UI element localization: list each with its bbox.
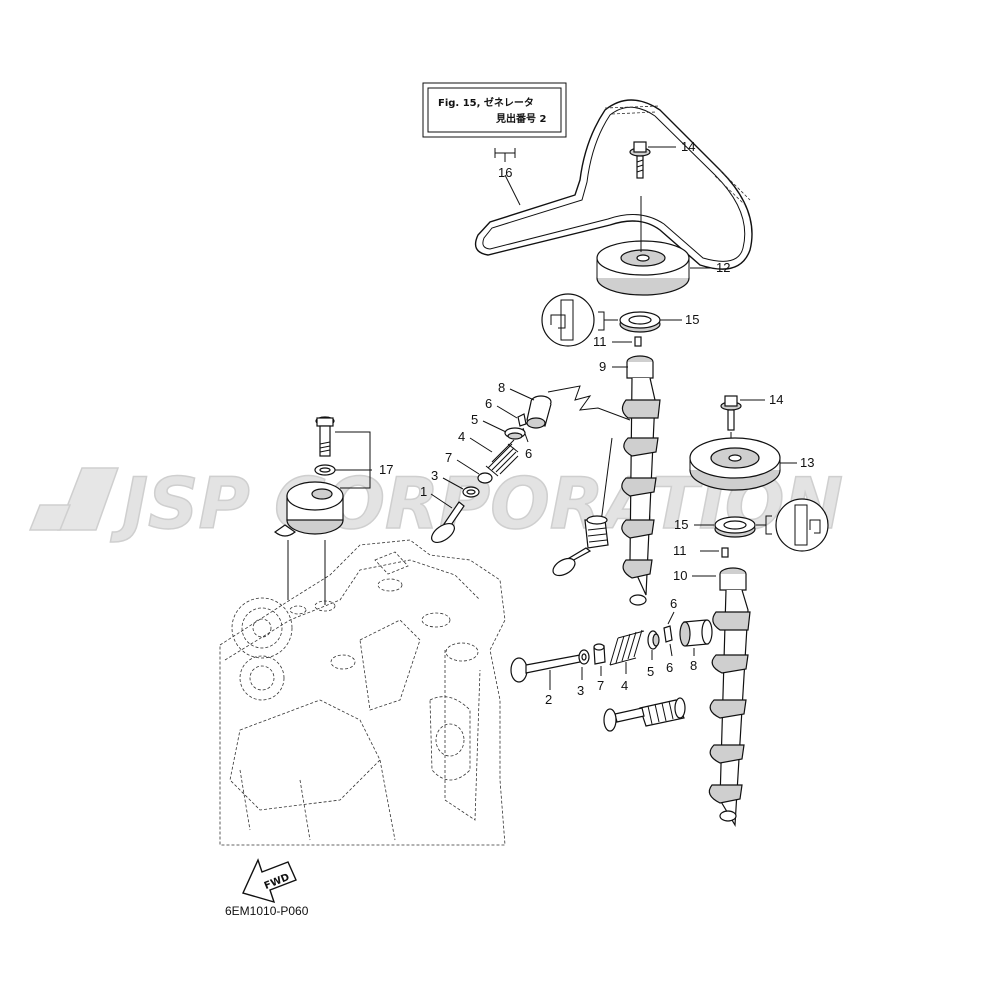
valve-retainer-upper [504,427,526,440]
leader-17 [335,431,372,489]
callout-3a: 3 [431,468,438,483]
bolt-lower [720,395,742,431]
callout-6b: 6 [525,446,532,461]
oil-seal-lower [714,516,756,538]
callout-7b: 7 [597,678,604,693]
callout-4a: 4 [458,429,465,444]
drawing-code: 6EM1010-P060 [225,904,309,918]
callout-17: 17 [379,462,393,477]
callout-11a: 11 [593,334,607,349]
callout-4b: 4 [621,678,628,693]
leader-6c [667,611,675,625]
dowel-pin-upper [634,336,642,347]
callout-9: 9 [599,359,606,374]
camshaft-lower [708,567,751,827]
grease-icon-lower [756,498,829,552]
valve-keeper-lower [663,625,673,643]
valve-seal-lower [593,643,606,665]
valve-lifter-upper [526,395,552,429]
break-line-upper [547,385,631,421]
leader-5a [482,420,507,433]
callout-5b: 5 [647,664,654,679]
reference-box: Fig. 15, ゼネレータ 見出番号 2 [422,82,567,138]
leader-1 [430,493,453,509]
callout-1: 1 [420,484,427,499]
leader-8a [509,388,535,401]
leader-7a [456,459,480,475]
spring-seat-upper [462,486,480,498]
forward-arrow-icon: FWD [242,858,297,904]
intake-valve [431,501,465,544]
valve-assembly-lower [603,697,686,732]
callout-6c: 6 [670,596,677,611]
leader-6d [669,643,673,657]
bolt-upper [629,141,651,179]
callout-16: 16 [498,165,512,180]
tensioner-washer [314,464,336,476]
leader-16 [504,174,521,206]
valve-keeper-upper [517,413,527,427]
spring-seat-lower [578,649,590,665]
exhaust-valve [510,654,581,683]
camshaft-pulley-lower [689,437,781,491]
callout-15b: 15 [674,517,688,532]
leader-6a [496,405,518,419]
grease-icon-upper [541,293,618,347]
callout-8a: 8 [498,380,505,395]
callout-10: 10 [673,568,687,583]
callout-8b: 8 [690,658,697,673]
callout-15a: 15 [685,312,699,327]
axis-line-upper-valve [599,437,613,531]
timing-belt [474,99,753,270]
leader-4a [469,437,493,453]
callout-12: 12 [716,260,730,275]
valve-lifter-lower [679,619,713,647]
callout-3b: 3 [577,683,584,698]
belt-tensioner [273,481,344,537]
leader-3a [442,477,464,490]
callout-14b: 14 [769,392,783,407]
valve-seal-upper [477,472,493,484]
reference-line-1: Fig. 15, ゼネレータ [438,96,534,109]
dowel-pin-lower [721,547,729,558]
reference-bracket [494,148,516,162]
tensioner-bolt [315,416,335,457]
callout-11b: 11 [673,543,687,558]
callout-6a: 6 [485,396,492,411]
camshaft-upper [621,355,661,606]
valve-assembly-upper [552,515,609,577]
camshaft-pulley-upper [596,240,690,296]
callout-5a: 5 [471,412,478,427]
callout-14a: 14 [681,139,695,154]
callout-7a: 7 [445,450,452,465]
cylinder-head [219,539,506,846]
callout-2: 2 [545,692,552,707]
valve-spring-lower [609,629,645,666]
valve-retainer-lower [647,630,660,650]
callout-6d: 6 [666,660,673,675]
callout-13: 13 [800,455,814,470]
tensioner-axis-lines [287,540,326,605]
valve-spring-upper [485,439,519,477]
reference-line-2: 見出番号 2 [495,112,546,125]
oil-seal-upper [619,311,661,333]
